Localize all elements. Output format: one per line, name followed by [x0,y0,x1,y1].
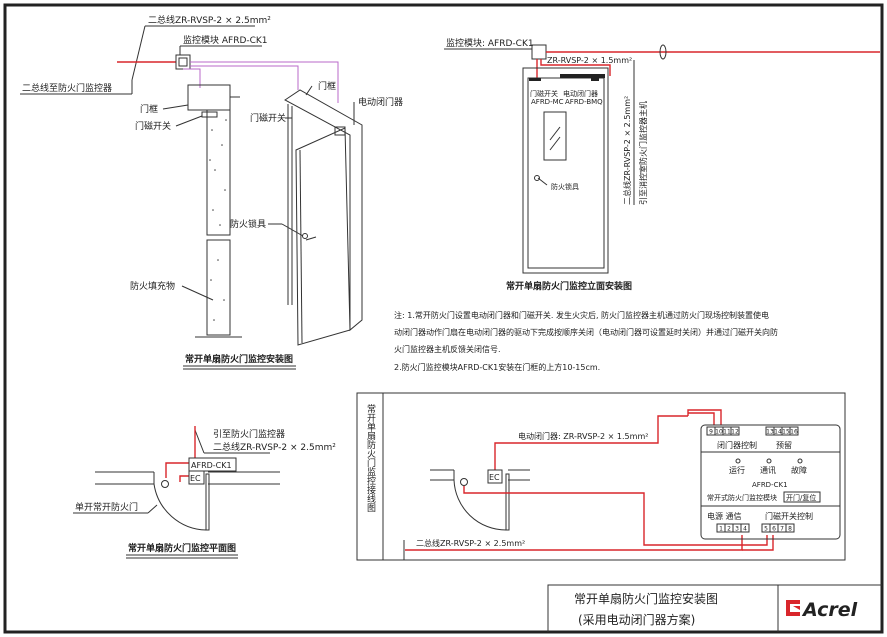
title-block-subtitle: (采用电动闭门器方案) [578,612,695,627]
terminal-number: 14 [774,429,782,436]
plan-view: 引至防火门监控器 二总线ZR-RVSP-2 × 2.5mm² AFRD-CK1 … [73,426,336,559]
front-monitor-module [531,44,547,60]
wiring-side-title: 常开单扇防火门监控接线图 [365,403,376,513]
terminal-number: 1 [719,526,723,533]
acrel-logo-icon: Acrel [786,599,858,621]
fire-filler-label: 防火填充物 [130,280,175,292]
front-cable-label: ZR-RVSP-2 × 1.5mm² [547,56,632,65]
wiring-ec-label: EC [489,473,500,482]
vertical-cable-label: 二总线ZR-RVSP-2 × 2.5mm² [622,96,632,205]
reserved-label: 预留 [776,440,792,450]
switch-label: 门磁开关 [530,89,558,98]
switch-control-label: 门磁开关控制 [765,511,813,521]
wiring-diagram: 常开单扇防火门监控接线图 电动闭门器: ZR-RVSP-2 × 1.5mm² E… [356,392,846,561]
wiring-ec-box [487,469,503,484]
note-line-3: 火门监控器主机反馈关闭信号. [394,344,501,354]
door-outline [522,67,609,274]
door-frame-3d [284,89,363,332]
wiring-frame [356,392,846,561]
door-switch-label: 门磁开关 [135,120,171,132]
title-block-title: 常开单扇防火门监控安装图 [574,591,718,606]
power-comm-label: 电源 通信 [707,511,742,521]
acrel-logo-text: Acrel [801,599,858,621]
door-switch-right-label: 门磁开关 [250,112,286,124]
plan-cable-label: 二总线ZR-RVSP-2 × 2.5mm² [213,441,336,453]
indicator-fault: 故障 [791,465,807,475]
module-model: AFRD-CK1 [752,481,788,489]
note-line-1: 注: 1.常开防火门设置电动闭门器和门磁开关. 发生火灾后, 防火门监控器主机通… [394,310,769,320]
notes: 注: 1.常开防火门设置电动闭门器和门磁开关. 发生火灾后, 防火门监控器主机通… [394,310,778,372]
closer-model: AFRD-BMQ [565,98,603,106]
terminal-number: 9 [709,429,713,436]
bus-to-controller-label: 二总线至防火门监控器 [22,82,112,94]
bus-cable-label: 二总线ZR-RVSP-2 × 2.5mm² [148,14,271,26]
terminal [785,523,795,533]
module-name: 常开式防火门监控模块 [707,493,777,502]
door-frame-label: 门框 [140,103,158,115]
door-frame-right-label: 门框 [318,80,336,92]
sheet-border [3,3,884,634]
plan-module-label: AFRD-CK1 [191,461,232,470]
terminal-number: 10 [715,429,723,436]
closer-control-label: 闭门器控制 [717,440,757,450]
closer-cable-label: 电动闭门器: ZR-RVSP-2 × 1.5mm² [518,431,648,441]
terminal-number: 13 [766,429,774,436]
door-leaf [295,127,351,346]
note-line-4: 2.防火门监控模块AFRD-CK1安装在门框的上方10-15cm. [394,362,600,372]
terminal-number: 7 [780,526,784,533]
fire-lock-label: 防火锁具 [230,218,266,230]
front-elevation: 监控模块: AFRD-CK1 ZR-RVSP-2 × 1.5mm² 门磁开关 A… [444,37,880,292]
module-label: 监控模块 AFRD-CK1 [183,34,268,46]
terminal-number: 16 [790,429,798,436]
door-window [543,111,567,161]
terminal-number: 3 [735,526,739,533]
door-closer-label: 电动闭门器 [358,96,403,108]
indicator-run: 运行 [729,465,745,475]
terminal [730,426,740,436]
monitor-module [175,54,191,70]
note-line-2: 动闭门器动作门扇在电动闭门器的驱动下完成按顺序关闭（电动闭门器可设置延时关闭）并… [394,327,778,337]
vertical-dest-label: 引至消控室防火门监控器主机 [638,101,648,205]
elevation-caption: 常开单扇防火门监控安装图 [185,353,293,365]
open-reset-label: 开门/复位 [786,493,816,502]
front-module-label: 监控模块: AFRD-CK1 [446,37,534,49]
terminal-number: 4 [743,526,747,533]
title-block: 常开单扇防火门监控安装图 (采用电动闭门器方案) Acrel [547,584,882,632]
terminal-number: 12 [731,429,739,436]
front-fire-lock-label: 防火锁具 [551,182,579,191]
plan-ec-box [188,470,205,485]
terminal-number: 11 [723,429,731,436]
terminal-number: 15 [782,429,790,436]
plan-module-box [188,457,237,472]
switch-model: AFRD-MC [531,98,564,106]
plan-dest-label: 引至防火门监控器 [213,428,285,440]
front-caption: 常开单扇防火门监控立面安装图 [506,280,632,292]
wall-section [206,109,231,236]
indicator-comm: 通讯 [760,465,776,475]
terminal-number: 2 [727,526,731,533]
wiring-bus-label: 二总线ZR-RVSP-2 × 2.5mm² [416,538,525,548]
door-frame [187,84,231,111]
terminal [740,523,750,533]
wall-section-lower [206,239,231,336]
open-reset-button[interactable] [783,491,821,503]
plan-door-label: 单开常开防火门 [75,501,138,513]
plan-ec-label: EC [190,474,201,483]
terminal [789,426,799,436]
installation-elevation: 二总线ZR-RVSP-2 × 2.5mm² 监控模块 AFRD-CK1 二总线至… [20,14,403,370]
plan-caption: 常开单扇防火门监控平面图 [128,542,236,554]
terminal-number: 6 [772,526,776,533]
closer-label: 电动闭门器 [563,89,598,98]
terminal-number: 5 [764,526,768,533]
terminal-number: 8 [788,526,792,533]
